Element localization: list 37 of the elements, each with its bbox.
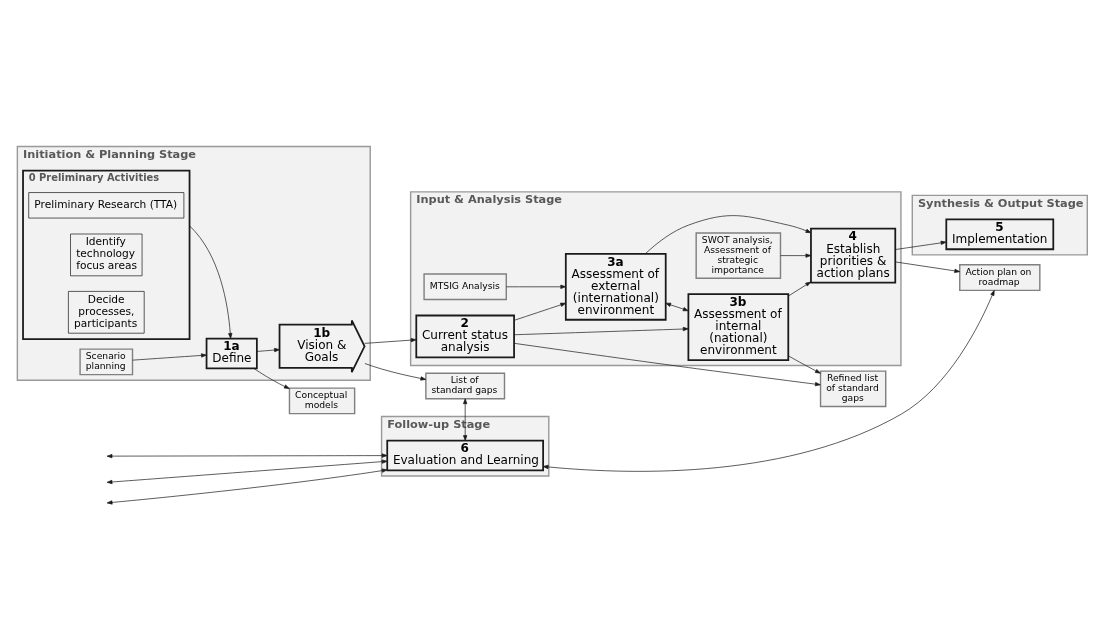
arrow (513, 326, 689, 336)
arrow (895, 261, 961, 273)
arrow (665, 302, 689, 312)
arrow (513, 342, 821, 387)
node-box: Conceptual models (288, 387, 356, 415)
arrow (253, 368, 290, 389)
node-box: 1a Define (205, 337, 258, 370)
node-box: MTSIG Analysis (423, 273, 507, 301)
node-box: 2 Current status analysis (415, 314, 515, 359)
node-box: 4 Establish priorities & action plans (810, 227, 897, 284)
arrow (256, 347, 280, 353)
arrow (106, 453, 388, 459)
arrow (513, 302, 567, 321)
arrow (132, 353, 207, 361)
arrow (506, 284, 567, 289)
arrow (364, 338, 417, 344)
node-box: Scenario planning (79, 348, 134, 376)
node-box: 6 Evaluation and Learning (386, 439, 544, 472)
arrow (895, 240, 947, 250)
node-box: 3b Assessment of internal (national) environment (687, 293, 790, 361)
node-box: SWOT analysis, Assessment of strategic importance (695, 232, 782, 279)
arrow (364, 363, 427, 381)
arrow (788, 281, 811, 297)
node-box: Preliminary Research (TTA) (28, 192, 185, 219)
arrow (780, 253, 812, 258)
node-box: Decide processes, participants (68, 291, 145, 334)
arrow (788, 355, 821, 374)
arrow (106, 468, 388, 505)
arrow (645, 215, 812, 255)
node-box: List of standard gaps (425, 372, 506, 400)
node-box: Refined list of standard gaps (819, 370, 887, 408)
node-box: Identify technology focus areas (70, 233, 143, 277)
arrow (189, 225, 233, 339)
node-box: 5 Implementation (945, 218, 1055, 251)
arrow (106, 459, 388, 485)
node-box: 3a Assessment of external (international) environment (564, 252, 667, 321)
node-box: Action plan on roadmap (959, 264, 1041, 292)
